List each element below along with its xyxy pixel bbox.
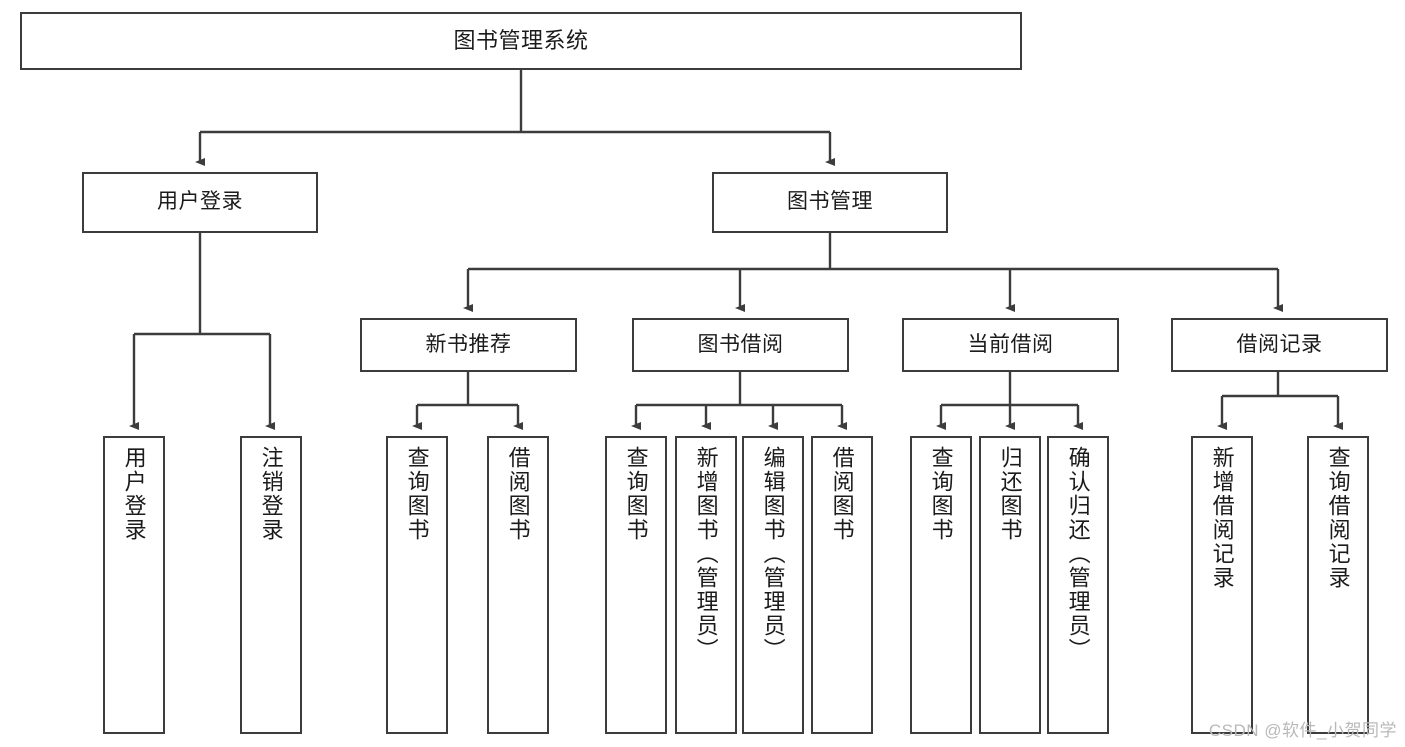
leaf-user-login-login-label: 用户登录: [121, 446, 147, 542]
leaf-borrow-edit-book[interactable]: 编辑图书（管理员）: [742, 436, 804, 734]
leaf-new-book-query[interactable]: 查询图书: [386, 436, 448, 734]
node-borrow-record-label: 借阅记录: [1236, 332, 1323, 356]
leaf-current-confirm-return[interactable]: 确认归还（管理员）: [1047, 436, 1109, 734]
leaf-current-confirm-return-label: 确认归还（管理员）: [1065, 446, 1091, 662]
leaf-borrow-add-book-label: 新增图书（管理员）: [693, 446, 719, 662]
leaf-record-add-label: 新增借阅记录: [1209, 446, 1235, 590]
leaf-user-login-logout[interactable]: 注销登录: [240, 436, 302, 734]
leaf-user-login-login[interactable]: 用户登录: [103, 436, 165, 734]
leaf-borrow-borrow-book-label: 借阅图书: [829, 446, 855, 542]
node-root-label: 图书管理系统: [453, 28, 589, 54]
leaf-record-query-label: 查询借阅记录: [1325, 446, 1351, 590]
leaf-current-query-label: 查询图书: [928, 446, 954, 542]
leaf-user-login-logout-label: 注销登录: [258, 446, 284, 542]
leaf-record-query[interactable]: 查询借阅记录: [1307, 436, 1369, 734]
leaf-new-book-borrow[interactable]: 借阅图书: [487, 436, 549, 734]
leaf-borrow-query[interactable]: 查询图书: [605, 436, 667, 734]
node-current-borrow-label: 当前借阅: [967, 332, 1054, 356]
node-new-book-recommend-label: 新书推荐: [425, 332, 512, 356]
node-user-login[interactable]: 用户登录: [82, 172, 318, 233]
node-book-borrow-label: 图书借阅: [697, 332, 784, 356]
node-borrow-record[interactable]: 借阅记录: [1171, 318, 1388, 372]
leaf-new-book-query-label: 查询图书: [404, 446, 430, 542]
node-current-borrow[interactable]: 当前借阅: [902, 318, 1119, 372]
leaf-new-book-borrow-label: 借阅图书: [505, 446, 531, 542]
leaf-current-return-label: 归还图书: [997, 446, 1023, 542]
leaf-borrow-edit-book-label: 编辑图书（管理员）: [760, 446, 786, 662]
node-book-manage[interactable]: 图书管理: [712, 172, 948, 233]
leaf-record-add[interactable]: 新增借阅记录: [1191, 436, 1253, 734]
node-new-book-recommend[interactable]: 新书推荐: [360, 318, 577, 372]
node-book-manage-label: 图书管理: [787, 190, 873, 214]
leaf-borrow-add-book[interactable]: 新增图书（管理员）: [675, 436, 737, 734]
leaf-current-return[interactable]: 归还图书: [979, 436, 1041, 734]
node-root[interactable]: 图书管理系统: [20, 12, 1022, 70]
leaf-borrow-query-label: 查询图书: [623, 446, 649, 542]
leaf-current-query[interactable]: 查询图书: [910, 436, 972, 734]
node-book-borrow[interactable]: 图书借阅: [632, 318, 849, 372]
leaf-borrow-borrow-book[interactable]: 借阅图书: [811, 436, 873, 734]
watermark: CSDN @软件_小贺同学: [1208, 721, 1397, 740]
node-user-login-label: 用户登录: [157, 190, 243, 214]
